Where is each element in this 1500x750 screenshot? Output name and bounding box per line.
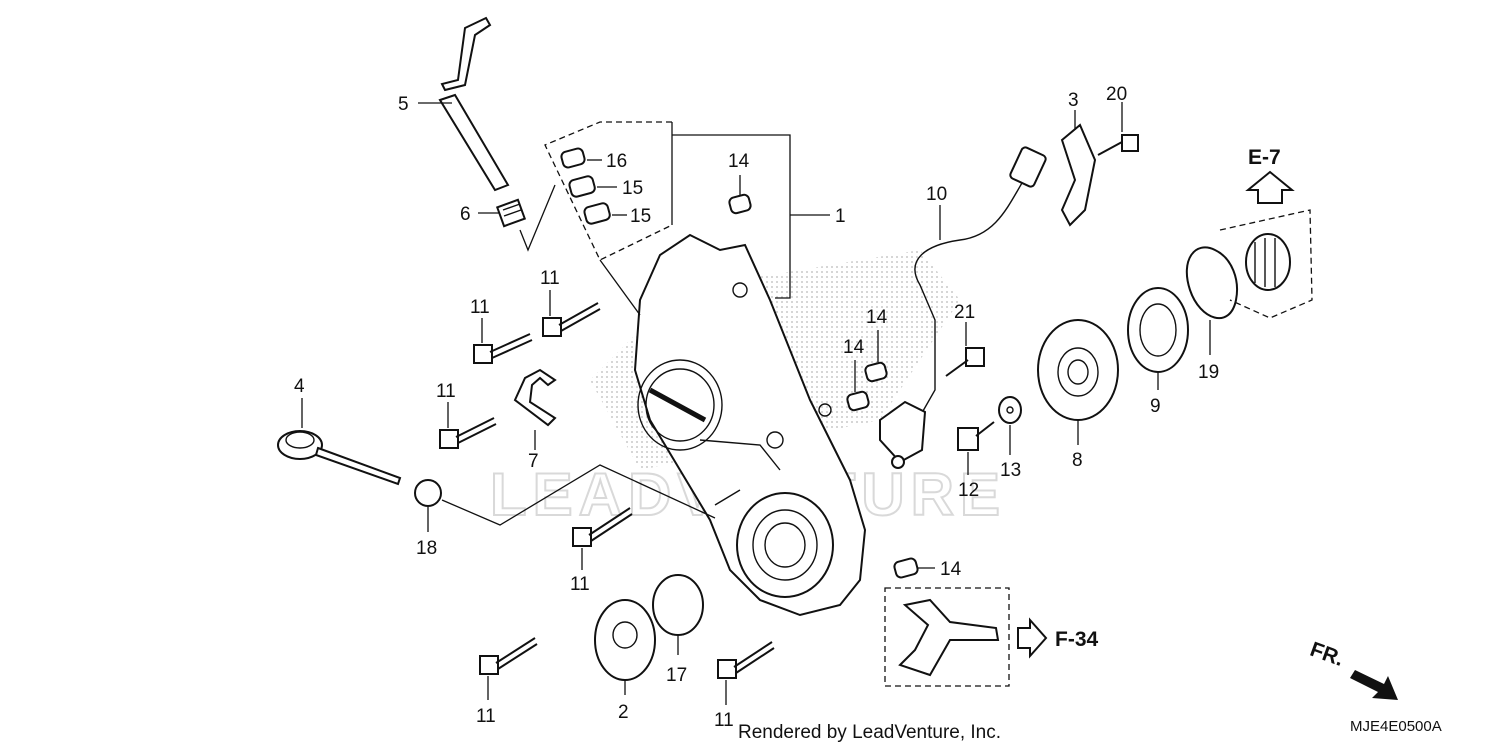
callout-19: 19 xyxy=(1198,362,1219,383)
callout-15a: 15 xyxy=(622,178,643,199)
callout-11a: 11 xyxy=(470,297,490,318)
callout-21: 21 xyxy=(954,302,975,323)
ref-f34: F-34 xyxy=(1055,628,1099,651)
bolt-12 xyxy=(957,421,995,475)
callout-9: 9 xyxy=(1150,396,1161,417)
f34-group xyxy=(884,587,1048,687)
callout-11e: 11 xyxy=(476,706,496,727)
front-direction-arrow xyxy=(1350,670,1398,700)
footer-credit: Rendered by LeadVenture, Inc. xyxy=(738,722,1001,743)
part1-bracket xyxy=(544,121,830,316)
bolt-20 xyxy=(1097,102,1139,156)
pin-14 xyxy=(728,175,935,579)
callout-8: 8 xyxy=(1072,450,1083,471)
ref-e7: E-7 xyxy=(1248,146,1281,169)
callout-11c: 11 xyxy=(436,381,456,402)
callout-17: 17 xyxy=(666,665,687,686)
dowel-pins xyxy=(560,147,627,225)
sensor-wire-part xyxy=(879,146,1047,469)
callout-11d: 11 xyxy=(570,574,590,595)
bolt-21 xyxy=(945,322,985,377)
callout-1: 1 xyxy=(835,206,846,227)
callout-7: 7 xyxy=(528,451,539,472)
callout-15b: 15 xyxy=(630,206,651,227)
callout-2: 2 xyxy=(618,702,629,723)
bolts-11 xyxy=(439,290,775,705)
callout-14b: 14 xyxy=(866,307,888,328)
direction-label: FR. xyxy=(1307,638,1347,671)
callout-3: 3 xyxy=(1068,90,1079,111)
callout-14c: 14 xyxy=(843,337,865,358)
o-ring-18 xyxy=(414,464,716,532)
dipstick-part xyxy=(277,398,402,486)
crankcase-cover xyxy=(633,233,867,617)
cap-part-2 xyxy=(594,599,656,695)
diagram-code: MJE4E0500A xyxy=(1350,718,1442,735)
callout-4: 4 xyxy=(294,376,305,397)
callouts: 1 2 3 4 5 6 7 8 9 10 11 11 11 11 11 11 1… xyxy=(294,84,1442,743)
callout-10: 10 xyxy=(926,184,947,205)
callout-14a: 14 xyxy=(728,151,750,172)
callout-11f: 11 xyxy=(714,710,734,731)
callout-12: 12 xyxy=(958,480,979,501)
callout-18: 18 xyxy=(416,538,437,559)
callout-11b: 11 xyxy=(540,268,560,289)
washer-13 xyxy=(998,396,1022,455)
callout-16: 16 xyxy=(606,151,627,172)
callout-13: 13 xyxy=(1000,460,1021,481)
spring-part xyxy=(478,184,556,252)
callout-5: 5 xyxy=(398,94,409,115)
shaft-part xyxy=(418,16,510,192)
plate-part-3 xyxy=(1060,110,1097,227)
clutch-part-9 xyxy=(1127,287,1189,390)
callout-6: 6 xyxy=(460,204,471,225)
callout-20: 20 xyxy=(1106,84,1127,105)
circlip-19 xyxy=(1185,246,1238,355)
gear-part-8 xyxy=(1037,319,1119,445)
callout-14d: 14 xyxy=(940,559,962,580)
clamp-part xyxy=(513,368,557,450)
o-ring-17 xyxy=(652,574,704,655)
e7-group xyxy=(1219,170,1313,319)
